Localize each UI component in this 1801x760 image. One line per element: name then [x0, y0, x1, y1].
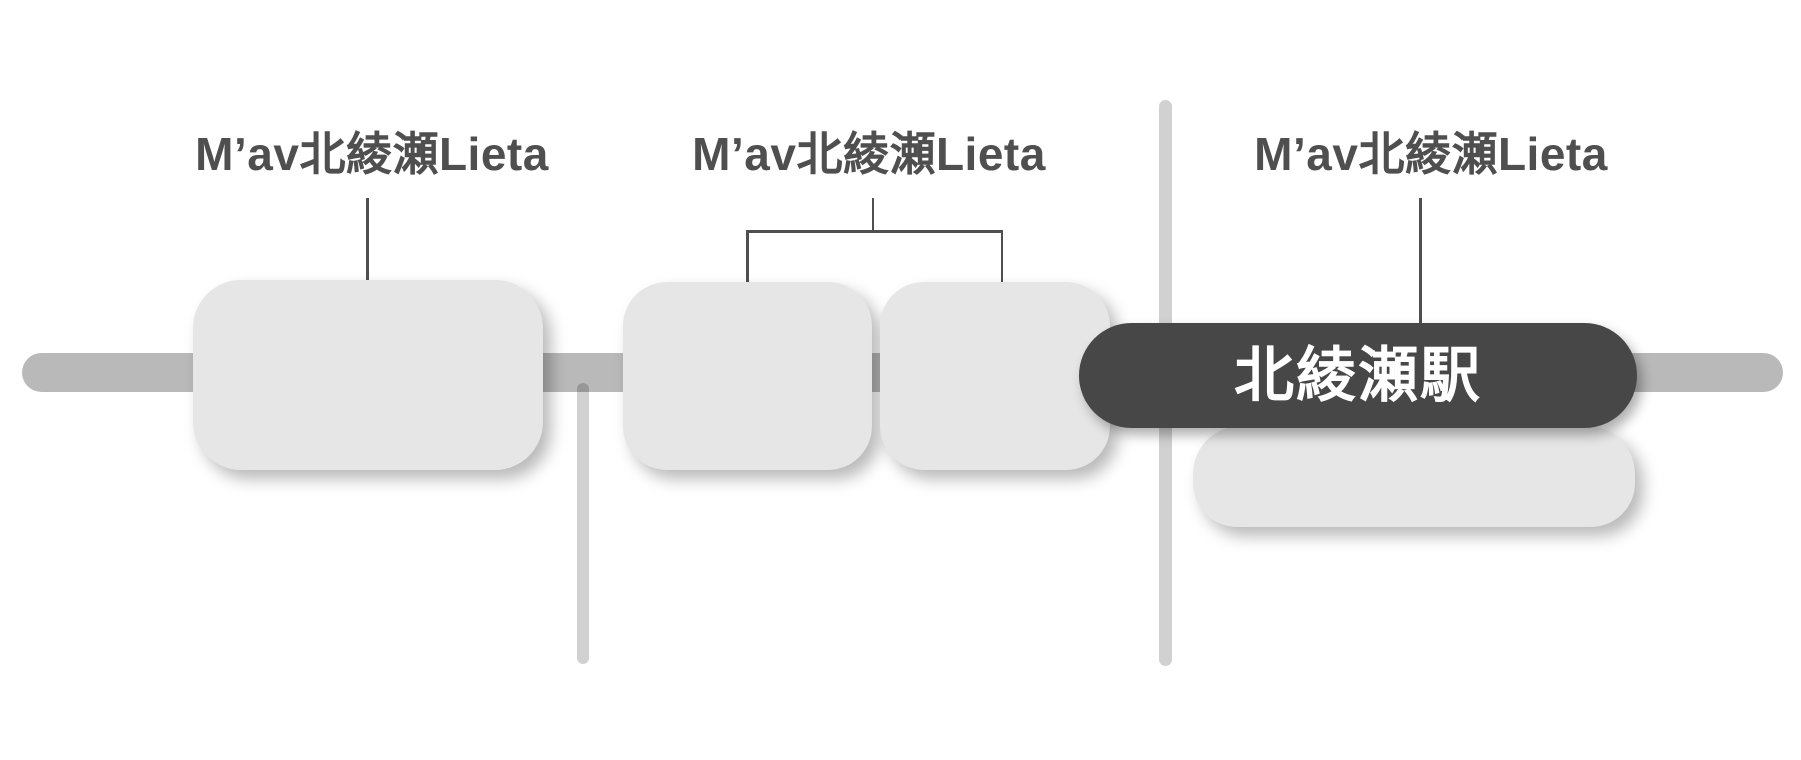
building-block-middle-2 [880, 282, 1110, 470]
station-pill: 北綾瀬駅 [1079, 323, 1637, 428]
connector-bracket-bar [746, 230, 1003, 233]
facility-label-left: M’av北綾瀬Lieta [195, 128, 549, 180]
station-name: 北綾瀬駅 [1234, 341, 1482, 409]
connector-line-right [1419, 198, 1422, 326]
building-block-left [193, 280, 543, 470]
boundary-line-left [577, 383, 589, 664]
facility-label-middle: M’av北綾瀬Lieta [692, 128, 1046, 180]
facility-label-right: M’av北綾瀬Lieta [1254, 128, 1608, 180]
connector-bracket-drop-right [1000, 230, 1003, 285]
building-block-bottom-right [1193, 426, 1635, 527]
connector-bracket-drop-left [746, 230, 749, 285]
connector-line-left [366, 198, 369, 284]
building-block-middle-1 [623, 282, 872, 470]
connector-bracket-stem [871, 198, 874, 232]
